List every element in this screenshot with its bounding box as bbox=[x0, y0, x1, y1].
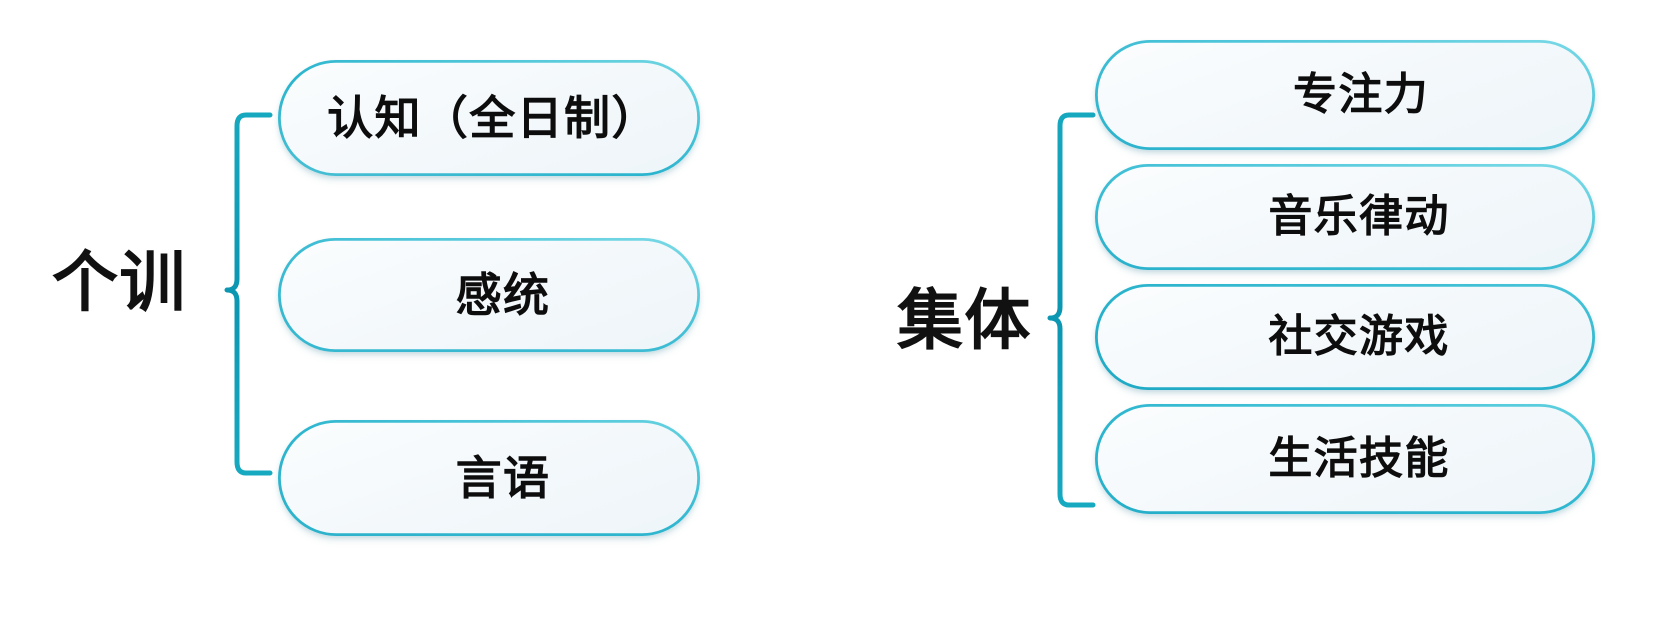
node-label: 生活技能 bbox=[1268, 434, 1450, 483]
curly-brace-left-icon bbox=[224, 112, 273, 476]
node-label: 专注力 bbox=[1293, 70, 1429, 119]
node-label: 感统 bbox=[455, 269, 551, 321]
node-label: 言语 bbox=[455, 452, 551, 504]
node-cognition[interactable]: 认知（全日制） bbox=[278, 60, 700, 176]
node-sensory-integration[interactable]: 感统 bbox=[278, 238, 700, 352]
node-social-game[interactable]: 社交游戏 bbox=[1095, 284, 1595, 390]
node-music-rhythm[interactable]: 音乐律动 bbox=[1095, 164, 1595, 270]
group-label-group-class: 集体 bbox=[897, 283, 1032, 357]
node-label: 认知（全日制） bbox=[327, 92, 659, 144]
node-speech[interactable]: 言语 bbox=[278, 420, 700, 536]
node-label: 音乐律动 bbox=[1268, 192, 1450, 241]
node-life-skill[interactable]: 生活技能 bbox=[1095, 404, 1595, 514]
node-label: 社交游戏 bbox=[1268, 312, 1450, 361]
group-label-individual-training: 个训 bbox=[52, 245, 187, 319]
node-focus[interactable]: 专注力 bbox=[1095, 40, 1595, 150]
